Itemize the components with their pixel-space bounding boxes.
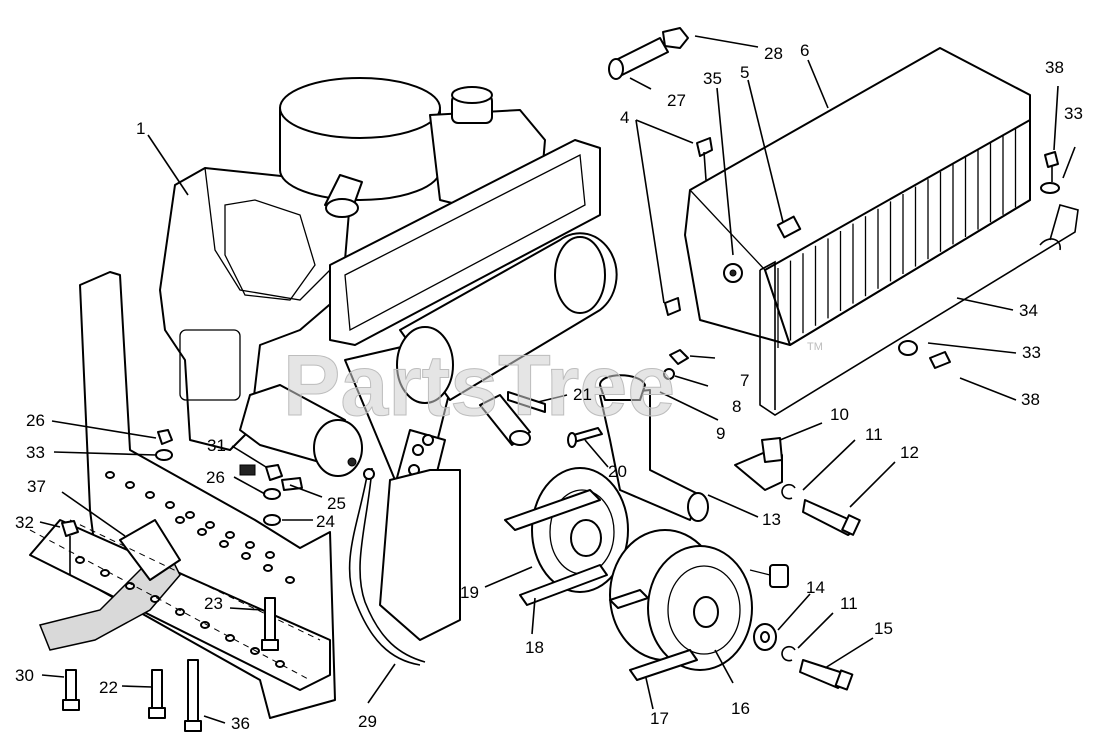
exhaust-pipe — [599, 374, 709, 522]
callout-bolt-25: 25 — [327, 494, 346, 513]
callout-bolt-38a: 38 — [1045, 58, 1064, 77]
bracket-hole — [205, 521, 215, 529]
bracket-hole — [100, 569, 110, 577]
engine — [159, 77, 601, 501]
grille-shield — [684, 47, 1031, 348]
callout-washer-24: 24 — [316, 512, 335, 531]
callout-washer-33a: 33 — [26, 443, 45, 462]
callout-nut-26a: 26 — [26, 411, 45, 430]
bracket-hole — [263, 564, 273, 572]
bracket-hole — [219, 540, 229, 548]
bracket-hole — [197, 528, 207, 536]
callout-bolt-36: 36 — [231, 714, 250, 733]
bracket-hole — [200, 621, 210, 629]
bracket-hole — [125, 481, 135, 489]
callout-nut-35: 35 — [703, 69, 722, 88]
callout-bolt-12: 12 — [900, 443, 919, 462]
callout-bolt-30: 30 — [15, 666, 34, 685]
callout-hose-28: 28 — [764, 44, 783, 63]
callout-decal-5: 5 — [740, 63, 749, 82]
callout-clutch-16: 16 — [731, 699, 750, 718]
bracket-holes — [75, 471, 295, 668]
callout-fitting-27: 27 — [667, 91, 686, 110]
callout-clamp-9: 9 — [716, 424, 725, 443]
callout-bolt-4: 4 — [620, 108, 629, 127]
callout-nut-32: 32 — [15, 513, 34, 532]
callout-nut-26b: 26 — [206, 468, 225, 487]
muffler — [396, 232, 618, 404]
callout-bolt-20: 20 — [608, 462, 627, 481]
callout-pulley-19: 19 — [460, 583, 479, 602]
bracket-hole — [145, 491, 155, 499]
callout-bolt-38b: 38 — [1021, 390, 1040, 409]
pulley — [504, 467, 629, 606]
watermark: PartsTree — [283, 338, 675, 434]
callout-key-21: 21 — [573, 385, 592, 404]
callout-shield-6: 6 — [800, 41, 809, 60]
callout-key-18: 18 — [525, 638, 544, 657]
callout-washer-8: 8 — [732, 397, 741, 416]
callout-washer-33b: 33 — [1064, 104, 1083, 123]
callout-washer-14: 14 — [806, 578, 825, 597]
watermark-trademark: TM — [807, 341, 823, 353]
callout-clip-11a: 11 — [865, 425, 883, 444]
callout-bolt-23: 23 — [204, 594, 223, 613]
hardware — [61, 27, 1060, 732]
callout-wire-29: 29 — [358, 712, 377, 731]
callout-key-17: 17 — [650, 709, 669, 728]
grille-slats — [777, 127, 1017, 348]
electric-clutch — [609, 529, 789, 681]
bracket-hole — [245, 541, 255, 549]
bracket-hole — [175, 608, 185, 616]
bracket-hole — [105, 471, 115, 479]
callout-clip-11b: 11 — [840, 594, 858, 613]
bail-rod — [759, 204, 1079, 416]
bracket-hole — [185, 511, 195, 519]
bracket-hole — [165, 501, 175, 509]
bracket-hole — [225, 531, 235, 539]
bracket-hole — [241, 552, 251, 560]
callout-bracket-37: 37 — [27, 477, 46, 496]
bracket-hole — [285, 576, 295, 584]
callout-nut-7: 7 — [740, 371, 749, 390]
callout-washer-33c: 33 — [1022, 343, 1041, 362]
bracket-hole — [175, 516, 185, 524]
callout-terminal-31: 31 — [207, 436, 226, 455]
callout-bracket-10: 10 — [830, 405, 849, 424]
callout-engine: 1 — [136, 119, 145, 138]
callout-pipe-13: 13 — [762, 510, 781, 529]
callout-bolt-15: 15 — [874, 619, 893, 638]
callout-rod-34: 34 — [1019, 301, 1038, 320]
bracket-hole — [265, 551, 275, 559]
leader-lines — [39, 35, 1076, 724]
callout-numbers: 1 4 5 6 7 8 9 10 11 11 12 13 14 15 16 17… — [15, 41, 1083, 733]
callout-bolt-22: 22 — [99, 678, 118, 697]
